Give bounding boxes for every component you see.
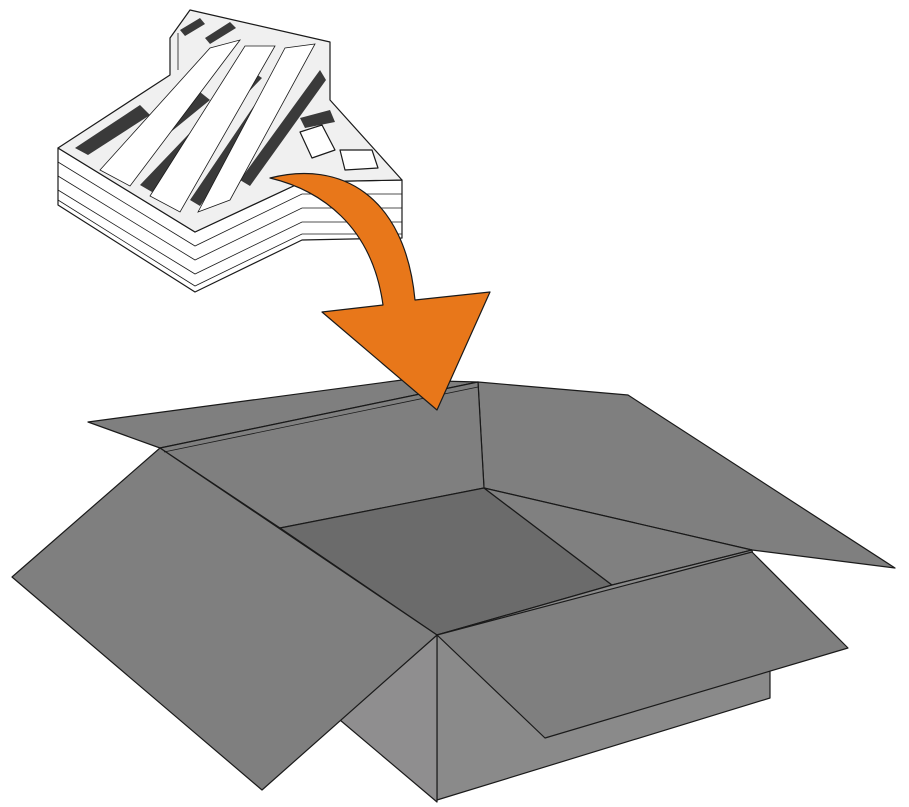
- open-box-icon: [12, 380, 895, 802]
- packing-insert-icon: [58, 10, 402, 292]
